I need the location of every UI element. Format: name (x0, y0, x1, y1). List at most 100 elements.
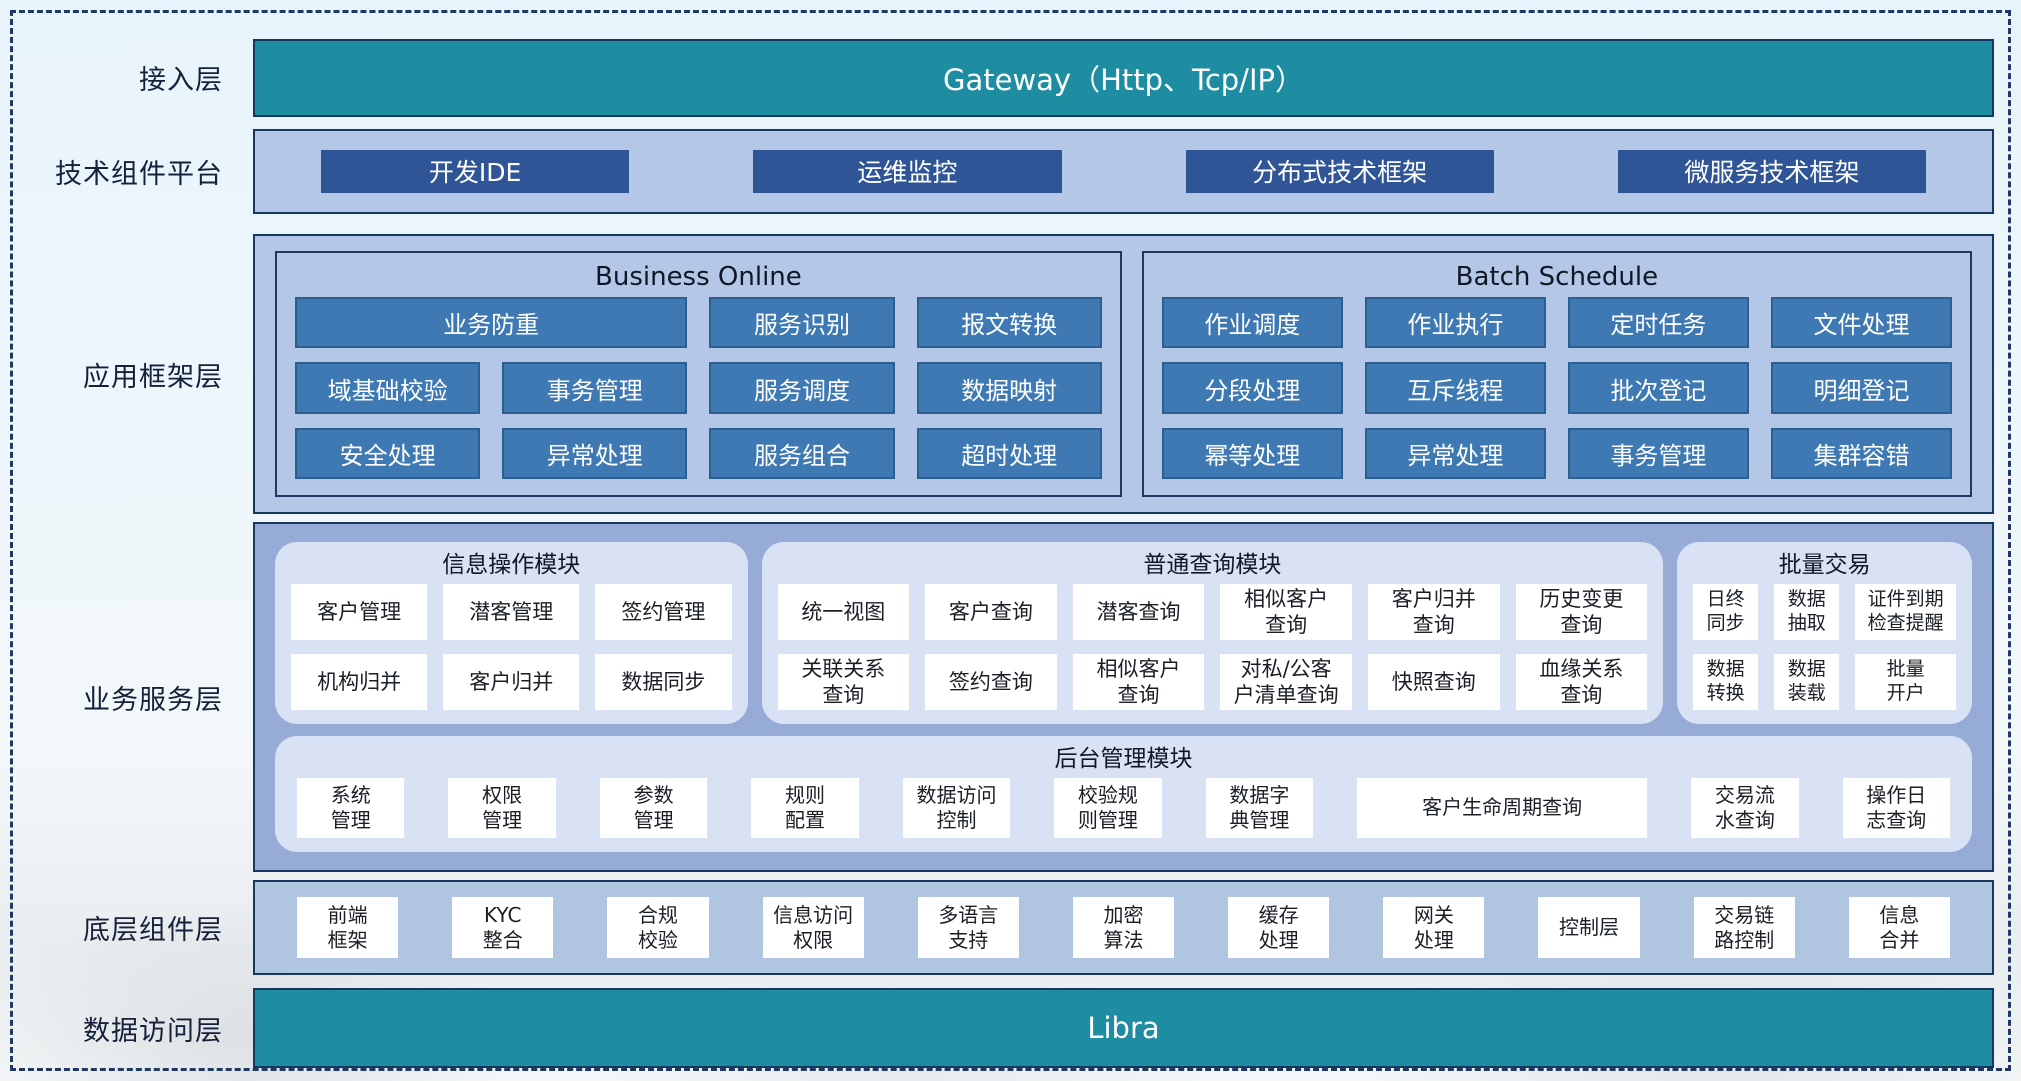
base-cell: 交易链 路控制 (1693, 897, 1795, 959)
service-cell: 客户归并 (443, 654, 580, 710)
batch-trade-grid: 日终 同步 数据 抽取 证件到期 检查提醒 数据 转换 数据 装载 批量 开户 (1693, 584, 1956, 710)
base-cell: 控制层 (1538, 897, 1640, 959)
batch-schedule-box: Batch Schedule 作业调度 作业执行 定时任务 文件处理 分段处理 … (1141, 250, 1972, 498)
base-cell: 网关 处理 (1383, 897, 1485, 959)
service-cell: 客户生命周期查询 (1357, 777, 1648, 839)
service-cell: 权限 管理 (448, 777, 556, 839)
service-cell: 数据同步 (595, 654, 732, 710)
service-cell: 数据 转换 (1693, 654, 1759, 710)
fw-cell: 分段处理 (1161, 362, 1343, 414)
libra-bar: Libra (253, 988, 1994, 1068)
business-online-grid: 业务防重 服务识别 报文转换 域基础校验 事务管理 服务调度 数据映射 安全处理… (295, 296, 1102, 480)
service-cell: 证件到期 检查提醒 (1855, 584, 1956, 641)
service-cell: 数据 抽取 (1774, 584, 1840, 641)
batch-trade-card: 批量交易 日终 同步 数据 抽取 证件到期 检查提醒 数据 转换 数据 装载 批… (1677, 542, 1972, 724)
service-cell: 客户归并 查询 (1367, 584, 1500, 641)
base-cell: 加密 算法 (1072, 897, 1175, 959)
fw-cell: 事务管理 (502, 362, 688, 414)
service-cell: 签约查询 (925, 654, 1057, 710)
app-framework-panel: Business Online 业务防重 服务识别 报文转换 域基础校验 事务管… (253, 233, 1994, 515)
batch-schedule-title: Batch Schedule (1455, 261, 1659, 292)
base-cell: 缓存 处理 (1228, 897, 1330, 959)
fw-cell: 定时任务 (1567, 296, 1749, 349)
app-framework-row: 应用框架层 Business Online 业务防重 服务识别 报文转换 域基础… (13, 233, 1994, 515)
service-cell: 签约管理 (595, 584, 732, 641)
service-cell: 日终 同步 (1693, 584, 1759, 641)
query-module-grid: 统一视图 客户查询 潜客查询 相似客户 查询 客户归并 查询 历史变更 查询 关… (777, 584, 1648, 710)
fw-cell: 超时处理 (916, 427, 1102, 480)
service-modules: 信息操作模块 客户管理 潜客管理 签约管理 机构归并 客户归并 数据同步 普通查… (275, 542, 1972, 724)
tech-platform-panel: 开发IDE 运维监控 分布式技术框架 微服务技术框架 (253, 128, 1994, 214)
service-cell: 交易流 水查询 (1691, 777, 1799, 839)
base-cell: 前端 框架 (297, 897, 399, 959)
tech-button-microservice-framework: 微服务技术框架 (1617, 149, 1926, 193)
fw-cell: 数据映射 (916, 362, 1102, 414)
fw-cell: 作业调度 (1161, 296, 1343, 349)
fw-cell: 异常处理 (502, 427, 688, 480)
base-cell: 合规 校验 (607, 897, 709, 959)
base-cell: KYC 整合 (452, 897, 554, 959)
layer-label-tech-platform: 技术组件平台 (55, 158, 223, 190)
service-cell: 数据 装载 (1774, 654, 1840, 710)
admin-module-title: 后台管理模块 (1054, 745, 1193, 772)
fw-cell: 作业执行 (1364, 296, 1546, 349)
tech-platform-row: 技术组件平台 开发IDE 运维监控 分布式技术框架 微服务技术框架 (13, 128, 1994, 214)
info-module-card: 信息操作模块 客户管理 潜客管理 签约管理 机构归并 客户归并 数据同步 (275, 542, 748, 724)
service-cell: 关联关系 查询 (777, 654, 910, 710)
service-cell: 校验规 则管理 (1054, 777, 1162, 839)
info-module-title: 信息操作模块 (442, 552, 581, 579)
service-cell: 客户查询 (925, 584, 1057, 641)
service-cell: 机构归并 (291, 654, 428, 710)
service-cell: 操作日 志查询 (1842, 777, 1950, 839)
business-online-box: Business Online 业务防重 服务识别 报文转换 域基础校验 事务管… (275, 250, 1122, 498)
layer-label-data-access: 数据访问层 (83, 1015, 223, 1047)
fw-cell: 服务调度 (709, 362, 895, 414)
service-cell: 客户管理 (291, 584, 428, 641)
tech-button-ops-monitor: 运维监控 (753, 149, 1062, 193)
admin-module-card: 后台管理模块 系统 管理 权限 管理 参数 管理 规则 配置 数据访问 控制 校… (275, 735, 1972, 853)
batch-trade-title: 批量交易 (1778, 552, 1871, 579)
fw-cell: 互斥线程 (1364, 362, 1546, 414)
service-cell: 潜客查询 (1072, 584, 1205, 641)
service-cell: 系统 管理 (297, 777, 405, 839)
fw-cell: 服务识别 (709, 296, 895, 349)
service-cell: 规则 配置 (751, 777, 859, 839)
fw-cell: 域基础校验 (295, 362, 481, 414)
tech-button-distributed-framework: 分布式技术框架 (1185, 149, 1494, 193)
fw-cell: 异常处理 (1364, 427, 1546, 480)
base-cell: 信息访问 权限 (762, 897, 864, 959)
service-cell: 相似客户 查询 (1220, 584, 1352, 641)
layer-label-app-framework: 应用框架层 (83, 361, 223, 393)
fw-cell: 业务防重 (295, 296, 688, 349)
dashed-frame: 接入层 Gateway（Http、Tcp/IP） 技术组件平台 开发IDE 运维… (10, 10, 2011, 1071)
admin-module-grid: 系统 管理 权限 管理 参数 管理 规则 配置 数据访问 控制 校验规 则管理 … (291, 777, 1956, 839)
service-cell: 快照查询 (1367, 654, 1500, 710)
fw-cell: 批次登记 (1567, 362, 1749, 414)
service-cell: 血缘关系 查询 (1515, 654, 1648, 710)
base-components-row: 底层组件层 前端 框架 KYC 整合 合规 校验 信息访问 权限 多语言 支持 … (13, 880, 1994, 976)
service-cell: 数据访问 控制 (902, 777, 1011, 839)
business-service-panel: 信息操作模块 客户管理 潜客管理 签约管理 机构归并 客户归并 数据同步 普通查… (253, 522, 1994, 873)
service-cell: 批量 开户 (1855, 654, 1956, 710)
service-cell: 统一视图 (777, 584, 910, 641)
gateway-bar: Gateway（Http、Tcp/IP） (253, 39, 1994, 117)
tech-button-dev-ide: 开发IDE (321, 149, 630, 193)
data-access-row: 数据访问层 Libra (13, 988, 1994, 1068)
service-cell: 数据字 典管理 (1205, 777, 1314, 839)
fw-cell: 明细登记 (1770, 362, 1952, 414)
base-cell: 多语言 支持 (917, 897, 1019, 959)
fw-cell: 幂等处理 (1161, 427, 1343, 480)
batch-schedule-grid: 作业调度 作业执行 定时任务 文件处理 分段处理 互斥线程 批次登记 明细登记 … (1161, 296, 1952, 480)
query-module-card: 普通查询模块 统一视图 客户查询 潜客查询 相似客户 查询 客户归并 查询 历史… (761, 542, 1664, 724)
fw-cell: 集群容错 (1770, 427, 1952, 480)
layer-label-base-components: 底层组件层 (83, 915, 223, 947)
layer-label-business-service: 业务服务层 (83, 684, 223, 716)
service-cell: 参数 管理 (599, 777, 708, 839)
service-cell: 对私/公客 户清单查询 (1220, 654, 1352, 710)
access-layer-row: 接入层 Gateway（Http、Tcp/IP） (13, 39, 1994, 117)
layer-label-access: 接入层 (139, 65, 223, 97)
fw-cell: 服务组合 (709, 427, 895, 480)
fw-cell: 安全处理 (295, 427, 481, 480)
fw-cell: 报文转换 (916, 296, 1102, 349)
